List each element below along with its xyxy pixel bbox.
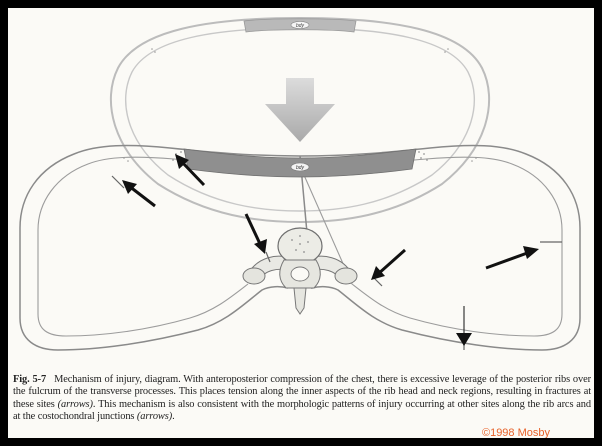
caption-italic-1: (arrows): [58, 399, 93, 410]
caption-text-2: . This mechanism is also consistent with…: [13, 399, 591, 422]
upper-sternum-label: bdy: [296, 23, 305, 29]
injury-arrows: [122, 154, 539, 346]
caption-italic-2: (arrows): [137, 411, 172, 422]
copyright-notice: ©1998 Mosby: [482, 427, 550, 438]
figure-page: bdy bdy: [8, 8, 594, 438]
compression-arrow: [265, 78, 335, 142]
injury-arrow-4: [371, 250, 405, 280]
rib-cage-diagram: bdy bdy: [8, 8, 594, 374]
lower-sternum-label: bdy: [296, 165, 305, 171]
injury-arrow-6: [456, 306, 472, 346]
upper-sternum: bdy: [244, 19, 356, 32]
injury-arrow-5: [486, 246, 539, 268]
lower-sternum: bdy: [184, 149, 416, 177]
caption-text-3: .: [172, 411, 175, 422]
figure-label: Fig. 5-7: [13, 374, 46, 385]
injury-arrow-1: [122, 180, 155, 206]
